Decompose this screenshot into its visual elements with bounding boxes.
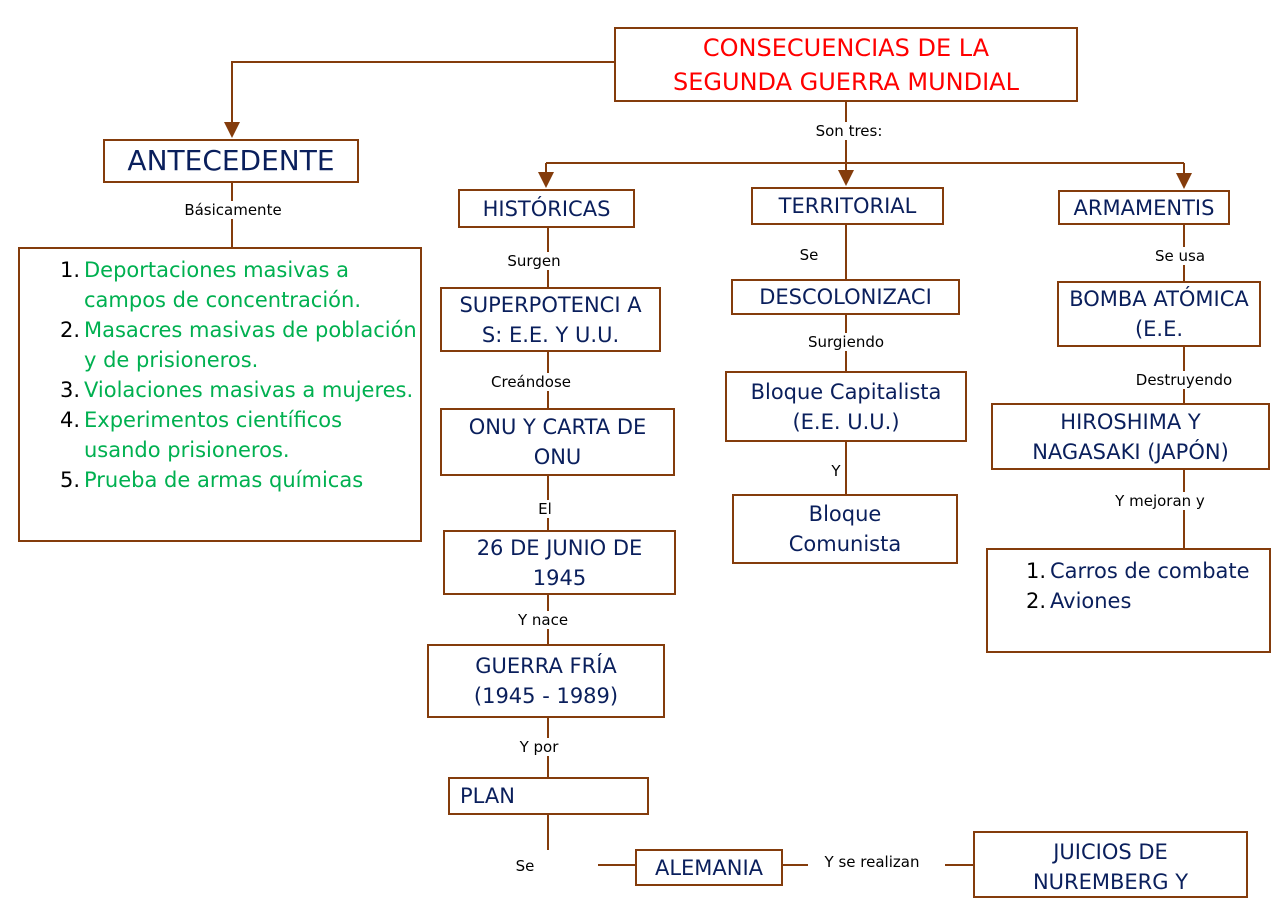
link-el: El: [536, 500, 554, 518]
list-item-text: Prueba de armas químicas: [84, 468, 364, 492]
antecedente-label: ANTECEDENTE: [127, 144, 335, 177]
territorial-node: TERRITORIAL: [751, 187, 944, 225]
list-item: 3.Violaciones masivas a mujeres.: [54, 375, 420, 405]
list-item-text: Violaciones masivas a mujeres.: [84, 378, 414, 402]
link-y-se-realizan: Y se realizan: [822, 853, 922, 871]
guerra-fria-node: GUERRA FRÍA (1945 - 1989): [427, 644, 665, 718]
bloque-capitalista-node: Bloque Capitalista (E.E. U.U.): [725, 371, 967, 442]
main-title: CONSECUENCIAS DE LA SEGUNDA GUERRA MUNDI…: [673, 33, 1019, 96]
historicas-node: HISTÓRICAS: [458, 189, 635, 228]
link-y-por: Y por: [517, 738, 561, 756]
superpotencias-label: SUPERPOTENCI AS: E.E. Y U.U.: [459, 292, 642, 347]
list-item: 2.Aviones: [1020, 586, 1269, 616]
antecedentes-list: 1.Deportaciones masivas a campos de conc…: [18, 247, 422, 542]
juicios-label: JUICIOS DE NUREMBERG Y: [1032, 840, 1189, 894]
armamentis-node: ARMAMENTIS: [1058, 190, 1230, 225]
list-item-number: 2.: [1025, 589, 1046, 613]
list-item-text: Aviones: [1050, 589, 1132, 613]
list-item-number: 5.: [59, 468, 80, 492]
guerra-fria-label: GUERRA FRÍA (1945 - 1989): [473, 654, 619, 708]
list-item: 4.Experimentos científicos usando prisio…: [54, 405, 420, 465]
link-y-nace: Y nace: [515, 611, 571, 629]
juicios-node: JUICIOS DE NUREMBERG Y: [973, 831, 1248, 898]
fecha-node: 26 DE JUNIO DE 1945: [443, 530, 676, 595]
alemania-node: ALEMANIA: [635, 849, 783, 886]
link-se-usa: Se usa: [1152, 247, 1208, 265]
link-creandose: Creándose: [489, 373, 573, 391]
link-se-plan: Se: [513, 857, 537, 875]
plan-label: PLAN: [460, 784, 515, 808]
descolonizaci-node: DESCOLONIZACI: [731, 279, 960, 315]
link-son-tres: Son tres:: [813, 122, 885, 140]
link-surgiendo: Surgiendo: [805, 333, 887, 351]
link-y: Y: [829, 462, 843, 480]
list-item: 1.Carros de combate: [1020, 556, 1269, 586]
list-item: 2.Masacres masivas de población y de pri…: [54, 315, 420, 375]
list-item-text: Experimentos científicos usando prisione…: [84, 408, 343, 462]
bloque-capitalista-label: Bloque Capitalista (E.E. U.U.): [750, 379, 942, 434]
onu-node: ONU Y CARTA DE ONU: [440, 408, 675, 476]
bloque-comunista-label: Bloque Comunista: [788, 502, 902, 556]
link-destruyendo: Destruyendo: [1133, 371, 1235, 389]
hiroshima-node: HIROSHIMA Y NAGASAKI (JAPÓN): [991, 403, 1270, 470]
hiroshima-label: HIROSHIMA Y NAGASAKI (JAPÓN): [1032, 409, 1229, 464]
list-item-text: Masacres masivas de población y de prisi…: [84, 318, 417, 372]
list-item-number: 3.: [59, 378, 80, 402]
historicas-label: HISTÓRICAS: [482, 196, 611, 221]
armamentis-label: ARMAMENTIS: [1073, 195, 1215, 220]
bloque-comunista-node: Bloque Comunista: [732, 494, 958, 564]
fecha-label: 26 DE JUNIO DE 1945: [476, 535, 643, 590]
list-item-number: 4.: [59, 408, 80, 432]
onu-label: ONU Y CARTA DE ONU: [468, 415, 647, 469]
bomba-label: BOMBA ATÓMICA (E.E.: [1069, 287, 1249, 341]
plan-node: PLAN: [448, 777, 649, 815]
link-surgen: Surgen: [505, 252, 563, 270]
main-title-node: CONSECUENCIAS DE LA SEGUNDA GUERRA MUNDI…: [614, 27, 1078, 102]
link-basicamente: Básicamente: [182, 201, 284, 219]
territorial-label: TERRITORIAL: [778, 194, 917, 218]
list-item-text: Deportaciones masivas a campos de concen…: [84, 258, 362, 312]
list-item-text: Carros de combate: [1050, 559, 1250, 583]
link-y-mejoran: Y mejoran y: [1113, 492, 1207, 510]
list-item: 1.Deportaciones masivas a campos de conc…: [54, 255, 420, 315]
antecedente-node: ANTECEDENTE: [103, 139, 359, 183]
link-se-territorial: Se: [797, 246, 821, 264]
bomba-node: BOMBA ATÓMICA (E.E.: [1057, 281, 1261, 347]
alemania-label: ALEMANIA: [654, 855, 764, 880]
list-item-number: 1.: [1025, 559, 1046, 583]
list-item: 5.Prueba de armas químicas: [54, 465, 420, 495]
list-item-number: 1.: [59, 258, 80, 282]
superpotencias-node: SUPERPOTENCI AS: E.E. Y U.U.: [440, 287, 661, 352]
list-item-number: 2.: [59, 318, 80, 342]
descolonizaci-label: DESCOLONIZACI: [759, 285, 932, 309]
